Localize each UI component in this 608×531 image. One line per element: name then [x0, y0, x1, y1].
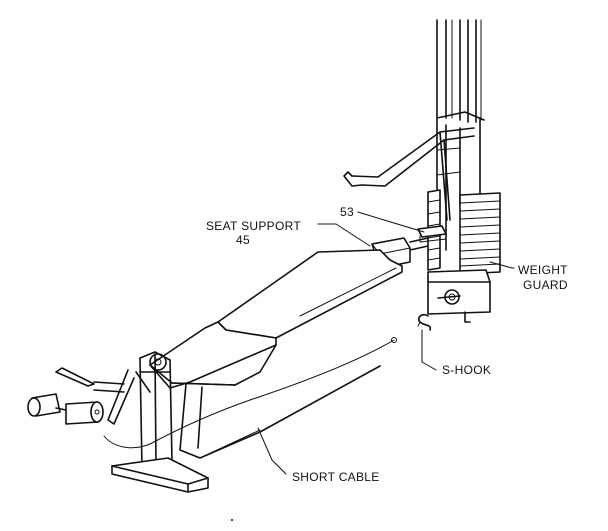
short-cable: [103, 337, 397, 449]
part-53-bracket: [417, 225, 447, 243]
stray-mark: [231, 519, 233, 521]
label-part-53: 53: [340, 205, 354, 219]
weight-stack: [427, 189, 501, 275]
label-s-hook: S-HOOK: [442, 363, 491, 377]
leg-extension-assembly: [27, 351, 209, 493]
press-arm: [343, 127, 475, 221]
s-hook-part: [417, 313, 432, 331]
bench-frame: [179, 365, 381, 459]
bench-pad: [149, 249, 403, 389]
weight-guard: [427, 269, 491, 323]
label-weight-guard-line2: GUARD: [523, 278, 568, 292]
label-short-cable: SHORT CABLE: [292, 470, 380, 484]
label-weight-guard-line1: WEIGHT: [518, 263, 568, 277]
leader-lines: [257, 211, 515, 475]
label-seat-support: SEAT SUPPORT: [206, 219, 301, 233]
tower-uprights: [436, 19, 482, 123]
label-seat-support-number: 45: [236, 233, 250, 247]
